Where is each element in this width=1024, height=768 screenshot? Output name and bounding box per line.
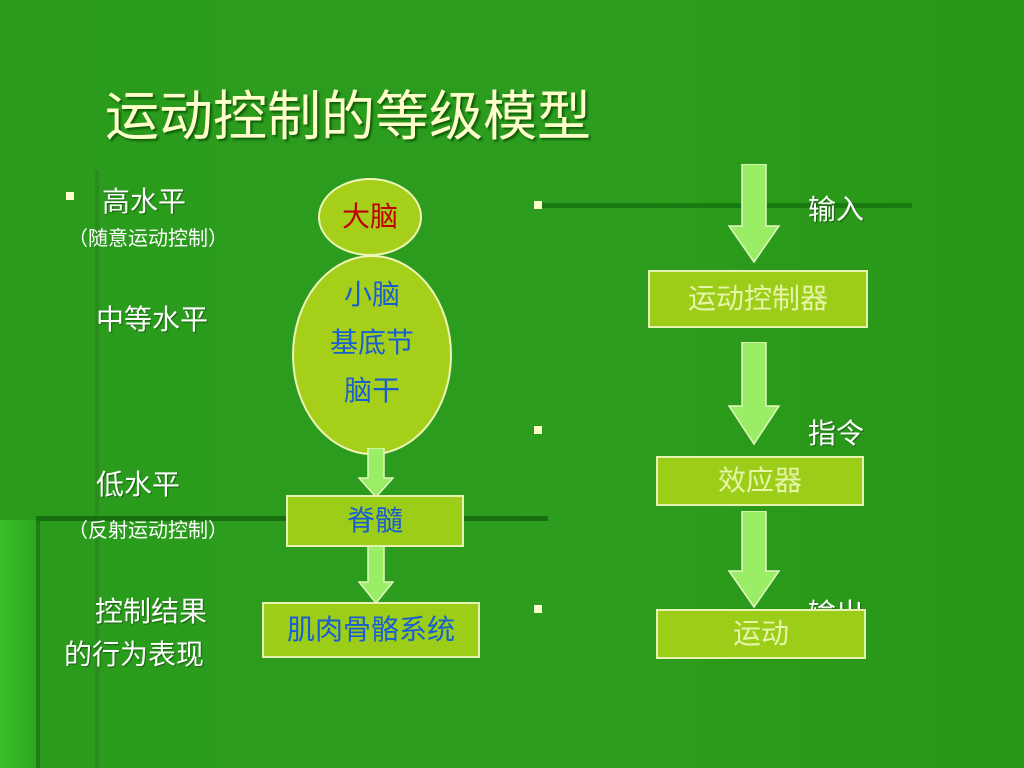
arrow-down-icon [727, 342, 781, 446]
arrow-down-icon [727, 164, 781, 264]
label-low-level-note: （反射运动控制） [68, 518, 228, 542]
label-low-level: 低水平 [96, 468, 181, 501]
background-line-horizontal-top [540, 203, 912, 208]
flow-label-command: 指令 [808, 417, 865, 450]
node-cerebellum-basal-ganglia-brainstem: 小脑 基底节 脑干 [292, 255, 452, 455]
background-accent-left [0, 520, 36, 768]
node-musculoskeletal-system: 肌肉骨骼系统 [262, 602, 480, 658]
flow-label-input: 输入 [808, 193, 865, 226]
node-middle-line-1: 小脑 [343, 278, 400, 311]
node-spinal-cord: 脊髓 [286, 495, 464, 547]
node-motor-controller-label: 运动控制器 [687, 282, 828, 315]
node-spinal-cord-label: 脊髓 [346, 504, 403, 537]
node-middle-line-2: 基底节 [329, 326, 414, 359]
label-result-line2: 的行为表现 [64, 638, 205, 671]
node-effector: 效应器 [656, 456, 864, 506]
slide-title: 运动控制的等级模型 [105, 85, 591, 148]
arrow-down-icon [358, 546, 394, 604]
label-result-line1: 控制结果 [95, 595, 208, 628]
background-line-vertical [95, 170, 99, 768]
node-motor-controller: 运动控制器 [648, 270, 868, 328]
node-brain-label: 大脑 [341, 200, 398, 233]
background-line-vertical-2 [36, 518, 40, 768]
label-middle-level: 中等水平 [96, 303, 209, 336]
node-effector-label: 效应器 [717, 464, 802, 497]
arrow-down-icon [727, 511, 781, 609]
node-movement-label: 运动 [732, 617, 789, 650]
node-middle-line-3: 脑干 [343, 374, 400, 407]
node-movement: 运动 [656, 609, 866, 659]
bullet-marker [534, 605, 542, 613]
bullet-marker [534, 201, 542, 209]
arrow-down-icon [358, 448, 394, 498]
node-brain: 大脑 [318, 178, 422, 256]
label-high-level-note: （随意运动控制） [68, 226, 228, 250]
bullet-marker [534, 426, 542, 434]
node-musculoskeletal-label: 肌肉骨骼系统 [286, 613, 455, 646]
bullet-marker [66, 192, 74, 200]
label-high-level: 高水平 [102, 185, 187, 218]
